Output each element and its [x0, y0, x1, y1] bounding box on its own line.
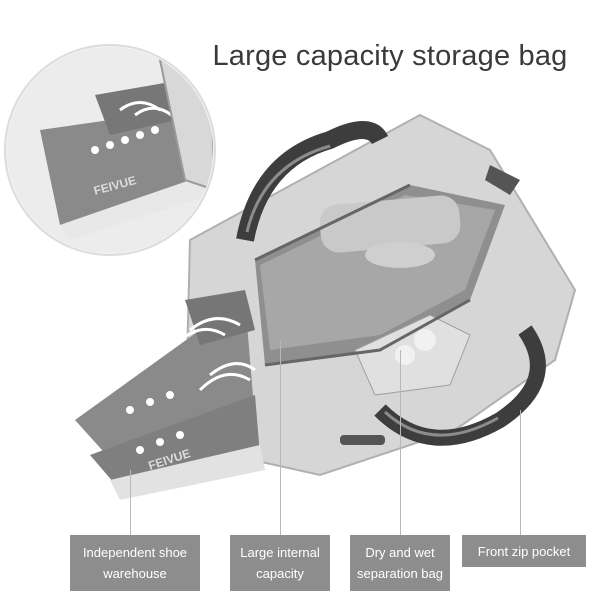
pointer-shoe — [130, 470, 131, 535]
pointer-internal — [280, 340, 281, 535]
gym-bag — [183, 113, 577, 477]
label-large-internal-capacity: Large internal capacity — [230, 535, 330, 591]
pointer-front — [520, 410, 521, 535]
page-title: Large capacity storage bag — [212, 40, 568, 72]
front-zip-pocket — [340, 435, 385, 445]
label-independent-shoe-warehouse: Independent shoe warehouse — [70, 535, 200, 591]
label-dry-wet-separation-bag: Dry and wet separation bag — [350, 535, 450, 591]
pointer-drywet — [400, 350, 401, 535]
side-handle-strap — [374, 325, 546, 446]
umbrella — [319, 195, 461, 253]
inset-zoom-circle: FEIVUE — [4, 44, 216, 256]
label-front-zip-pocket: Front zip pocket — [462, 535, 586, 567]
shoe-compartment: FEIVUE — [75, 290, 265, 500]
